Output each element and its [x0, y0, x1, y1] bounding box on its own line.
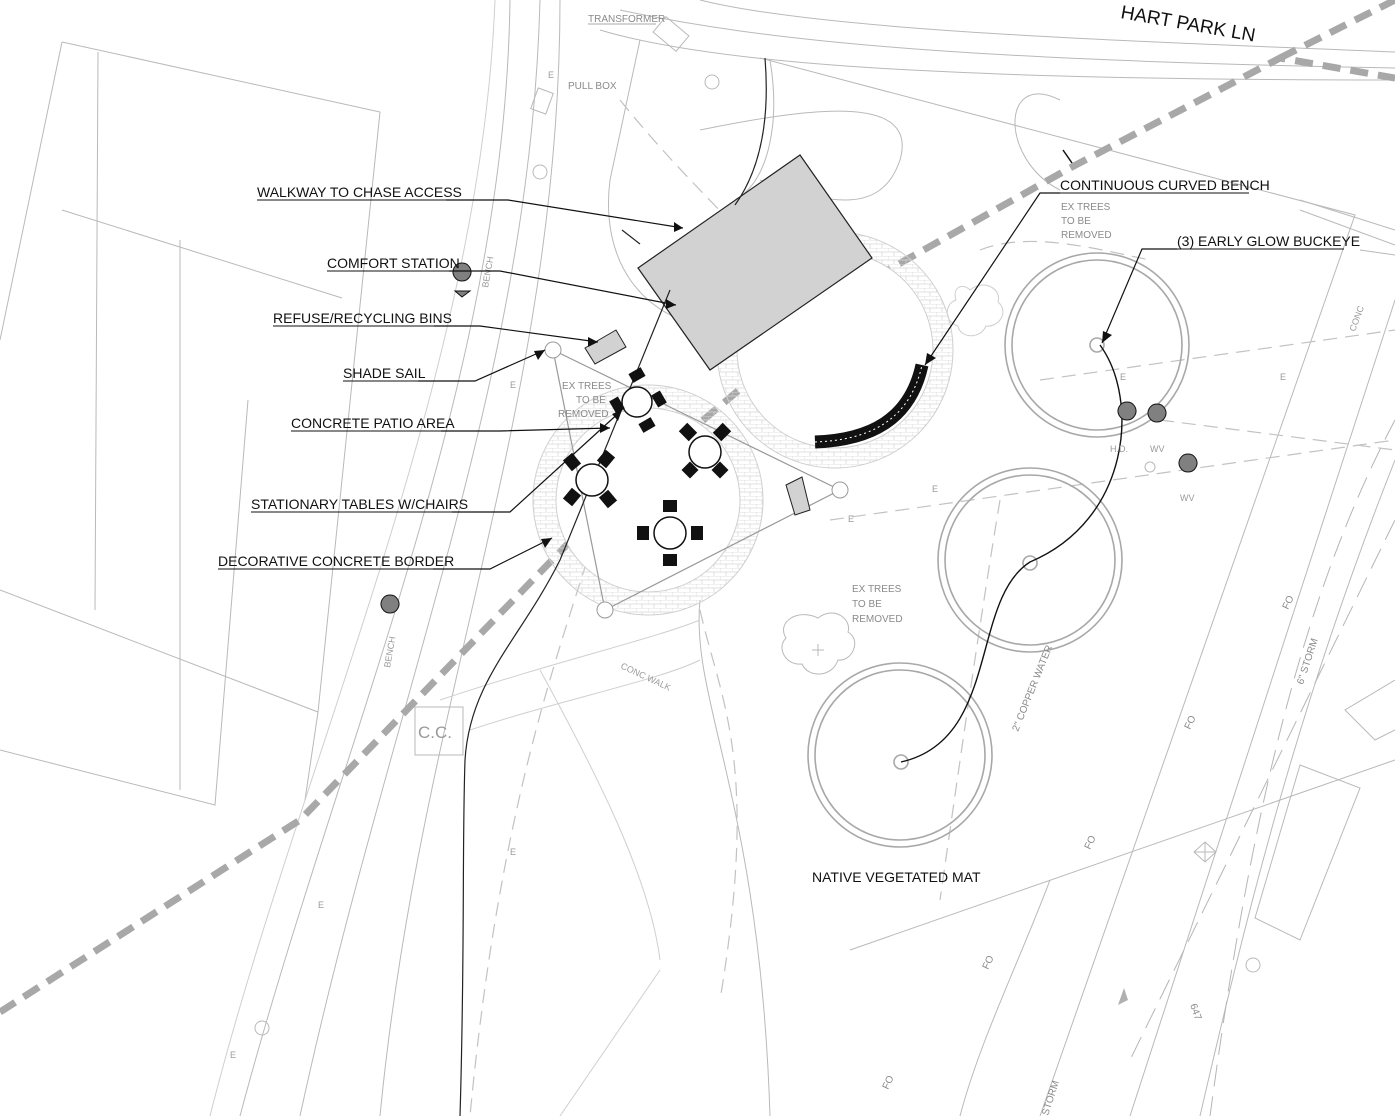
callouts: WALKWAY TO CHASE ACCESS COMFORT STATION … [218, 149, 1360, 885]
e-label-1: E [548, 70, 554, 80]
buckeye-trees [807, 252, 1190, 848]
e-label-4: E [230, 1050, 236, 1060]
ex-trees-b-2: TO BE [1061, 216, 1091, 227]
e-label-3: E [318, 900, 324, 910]
callout-buckeye-text: (3) EARLY GLOW BUCKEYE [1177, 233, 1360, 249]
street-name: HART PARK LN [1119, 2, 1257, 46]
e-label-6: E [932, 484, 938, 494]
e-label-7: E [1120, 372, 1126, 382]
valve-diamond [1193, 841, 1217, 863]
boundary-line [0, 0, 1395, 1015]
hd-label: H.D. [1110, 444, 1128, 454]
callout-bench-text: CONTINUOUS CURVED BENCH [1060, 177, 1270, 193]
ex-trees-b-3: REMOVED [1061, 230, 1112, 241]
callout-comfort-station: COMFORT STATION [327, 255, 677, 309]
tree-3 [807, 662, 993, 848]
ex-trees-a-2: TO BE [576, 395, 606, 406]
table-3 [562, 449, 618, 509]
fo-label-1: FO [1281, 594, 1297, 611]
conc-label: CONC [1347, 304, 1366, 333]
storm-label-2: STORM [1040, 1079, 1062, 1116]
bench-label-a: BENCH [480, 256, 495, 289]
ex-trees-a-3: REMOVED [558, 409, 609, 420]
fo-label-4: FO [981, 954, 997, 971]
e-label-8: E [1280, 372, 1286, 382]
marker-icon [1117, 401, 1137, 421]
ex-trees-a-1: EX TREES [562, 381, 612, 392]
fo-label-5: FO [881, 1074, 897, 1091]
existing-structures: C.C. [254, 15, 1261, 1036]
callout-tables: STATIONARY TABLES W/CHAIRS [251, 409, 623, 513]
tree-1 [1004, 252, 1190, 438]
transformer-box [652, 15, 690, 53]
e-label-9: E [510, 847, 516, 857]
table-1 [609, 367, 667, 433]
pull-box-label: PULL BOX [568, 81, 617, 92]
callout-border: DECORATIVE CONCRETE BORDER [218, 537, 553, 570]
ex-trees-b-1: EX TREES [1061, 202, 1111, 213]
callout-refuse: REFUSE/RECYCLING BINS [273, 310, 599, 347]
ex-trees-c-3: REMOVED [852, 614, 903, 625]
fo-label-3: FO [1083, 834, 1099, 851]
cc-box [414, 706, 464, 756]
walkway [459, 57, 767, 1116]
ex-trees-c-2: TO BE [852, 599, 882, 610]
callout-walkway-text: WALKWAY TO CHASE ACCESS [257, 184, 462, 200]
callout-shade-sail: SHADE SAIL [343, 349, 546, 382]
comfort-station [637, 154, 873, 371]
tree-2 [937, 467, 1123, 653]
utility-lines [439, 99, 1395, 1116]
wv-label-a: WV [1150, 444, 1165, 454]
water-label: 2" COPPER WATER [1011, 644, 1056, 733]
callout-border-text: DECORATIVE CONCRETE BORDER [218, 553, 454, 569]
callout-shade-text: SHADE SAIL [343, 365, 426, 381]
e-label-2: E [510, 380, 516, 390]
e-label-5: E [848, 514, 854, 524]
marker-icon [1147, 403, 1167, 423]
wv-label-b: WV [1180, 493, 1195, 503]
contour-label: 647 [1187, 1002, 1203, 1022]
flow-arrow [1118, 988, 1128, 1005]
fo-label-2: FO [1183, 714, 1199, 731]
pull-box [530, 87, 554, 115]
marker-icon [1178, 453, 1198, 473]
callout-walkway: WALKWAY TO CHASE ACCESS [257, 184, 684, 232]
utility-markers [380, 262, 1198, 614]
existing-roads [209, 0, 1395, 1116]
bench-label-b: BENCH [382, 636, 397, 669]
cc-label: C.C. [418, 723, 452, 742]
table-2 [678, 422, 732, 479]
ex-trees-c-1: EX TREES [852, 584, 902, 595]
callout-refuse-text: REFUSE/RECYCLING BINS [273, 310, 452, 326]
existing-tree-removed [781, 284, 1004, 675]
callout-patio: CONCRETE PATIO AREA [291, 415, 611, 433]
existing-buildings [0, 41, 381, 806]
callout-tables-text: STATIONARY TABLES W/CHAIRS [251, 496, 468, 512]
conc-walk-label: CONC WALK [619, 661, 672, 693]
callout-mat: NATIVE VEGETATED MAT [812, 869, 981, 885]
callout-patio-text: CONCRETE PATIO AREA [291, 415, 455, 431]
callout-comfort-text: COMFORT STATION [327, 255, 460, 271]
callout-mat-text: NATIVE VEGETATED MAT [812, 869, 981, 885]
callout-buckeye: (3) EARLY GLOW BUCKEYE [1101, 233, 1360, 344]
callout-bench: CONTINUOUS CURVED BENCH [924, 149, 1270, 366]
refuse-bins [584, 329, 811, 516]
table-4 [637, 500, 703, 566]
curved-bench [814, 363, 929, 449]
transformer-label: TRANSFORMER [588, 14, 665, 25]
marker-icon [380, 594, 400, 614]
